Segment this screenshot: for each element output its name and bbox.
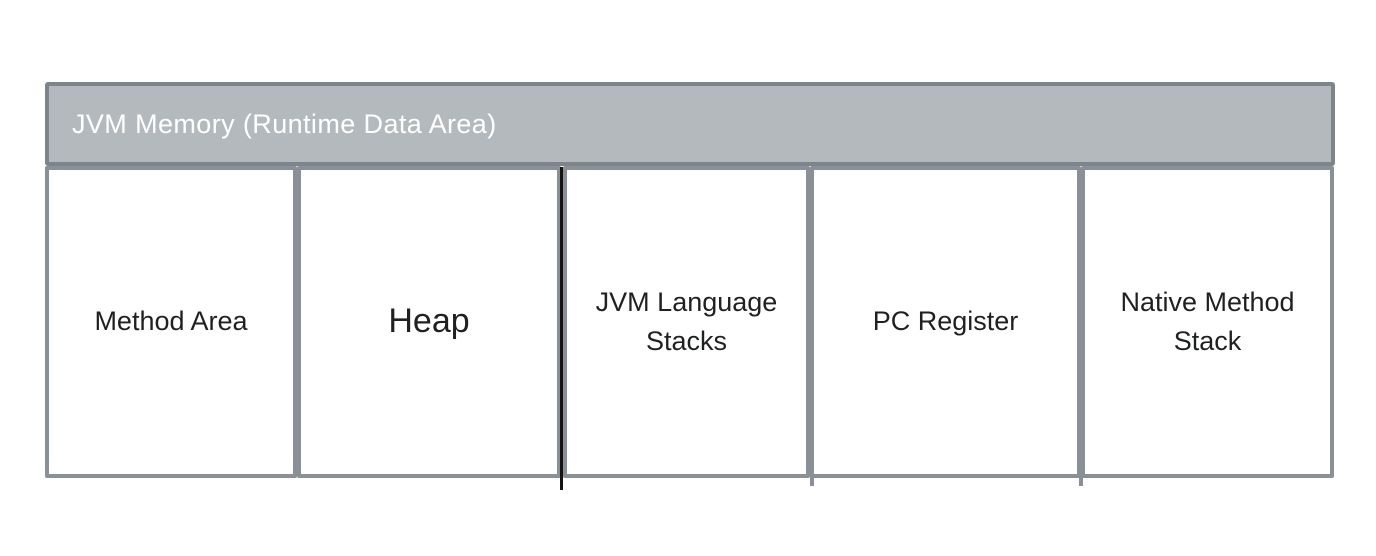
box-heap: Heap [297,166,561,478]
box-method-area: Method Area [45,166,297,478]
divider-overshoot-stroke [810,476,814,486]
box-pc-register-label: PC Register [872,306,1019,337]
box-jvm-language-stacks-label: JVM Language Stacks [595,286,778,356]
jvm-memory-header-bar: JVM Memory (Runtime Data Area) [45,82,1335,166]
diagram-title: JVM Memory (Runtime Data Area) [72,108,497,139]
box-heap-label: Heap [388,302,470,341]
box-method-area-label: Method Area [94,306,248,337]
box-jvm-language-stacks: JVM Language Stacks [563,166,810,478]
divider-overshoot-stroke [1079,476,1083,486]
box-native-method-stack-label: Native Method Stack [1120,286,1295,356]
hand-drawn-black-stroke [560,167,563,490]
box-pc-register: PC Register [810,166,1081,478]
box-native-method-stack: Native Method Stack [1081,166,1334,478]
